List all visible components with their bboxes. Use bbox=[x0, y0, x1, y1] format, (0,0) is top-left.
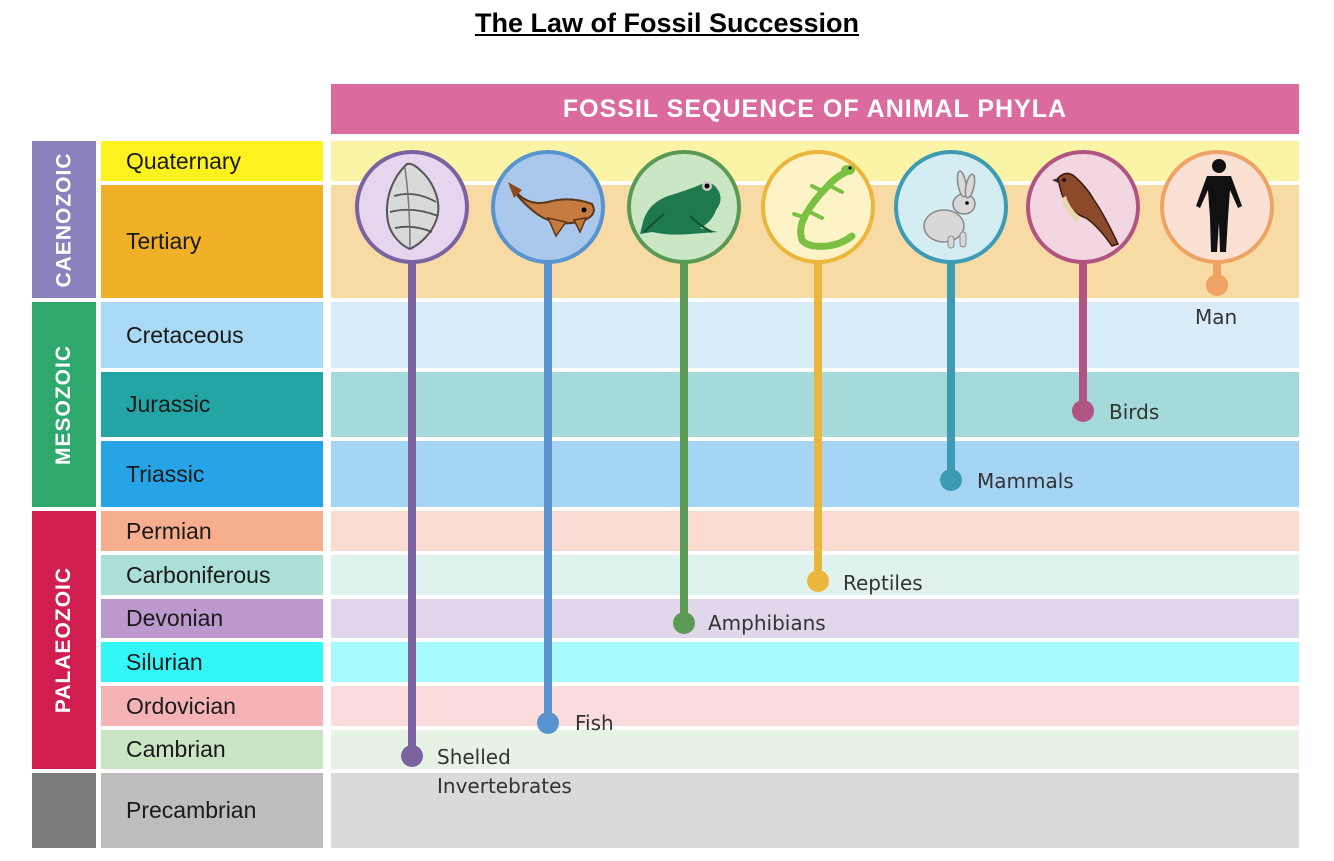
shell-icon bbox=[386, 162, 440, 251]
band-ordovician bbox=[331, 686, 1299, 726]
period-cretaceous: Cretaceous bbox=[101, 302, 323, 368]
label-mammals: Mammals bbox=[977, 469, 1074, 493]
label-line-2: Invertebrates bbox=[437, 774, 572, 798]
label-shelled-invertebrates: Shelled Invertebrates bbox=[437, 743, 572, 801]
era-palaeozoic: PALAEOZOIC bbox=[32, 511, 96, 769]
fish-icon bbox=[508, 182, 595, 238]
phylum-shelled-invertebrates bbox=[355, 150, 469, 767]
phylum-fish bbox=[491, 150, 605, 734]
human-icon bbox=[1196, 159, 1242, 252]
era-mesozoic: MESOZOIC bbox=[32, 302, 96, 507]
phylum-birds bbox=[1026, 150, 1140, 422]
phylum-man bbox=[1160, 150, 1274, 296]
period-precambrian: Precambrian bbox=[101, 773, 323, 848]
band-precambrian bbox=[331, 773, 1299, 848]
era-precambrian bbox=[32, 773, 96, 848]
period-ordovician: Ordovician bbox=[101, 686, 323, 726]
label-line-1: Shelled bbox=[437, 745, 511, 769]
period-devonian: Devonian bbox=[101, 599, 323, 638]
band-silurian bbox=[331, 642, 1299, 682]
rabbit-icon bbox=[923, 170, 976, 249]
phylum-amphibians bbox=[627, 150, 741, 634]
period-triassic: Triassic bbox=[101, 441, 323, 507]
lizard-icon bbox=[792, 165, 856, 250]
label-reptiles: Reptiles bbox=[843, 571, 923, 595]
period-tertiary: Tertiary bbox=[101, 185, 323, 298]
phylum-reptiles bbox=[761, 150, 875, 592]
bird-icon bbox=[1052, 172, 1120, 247]
band-devonian bbox=[331, 599, 1299, 638]
period-carboniferous: Carboniferous bbox=[101, 555, 323, 595]
band-cambrian bbox=[331, 730, 1299, 769]
period-jurassic: Jurassic bbox=[101, 372, 323, 437]
period-quaternary: Quaternary bbox=[101, 141, 323, 181]
label-birds: Birds bbox=[1109, 400, 1160, 424]
period-silurian: Silurian bbox=[101, 642, 323, 682]
label-amphibians: Amphibians bbox=[708, 611, 826, 635]
page-title: The Law of Fossil Succession bbox=[474, 8, 860, 38]
header-bar: FOSSIL SEQUENCE OF ANIMAL PHYLA bbox=[331, 84, 1299, 134]
period-cambrian: Cambrian bbox=[101, 730, 323, 769]
era-caenozoic: CAENOZOIC bbox=[32, 141, 96, 298]
frog-icon bbox=[640, 181, 721, 235]
label-fish: Fish bbox=[575, 711, 614, 735]
period-permian: Permian bbox=[101, 511, 323, 551]
label-man: Man bbox=[1195, 305, 1238, 329]
phylum-mammals bbox=[894, 150, 1008, 491]
